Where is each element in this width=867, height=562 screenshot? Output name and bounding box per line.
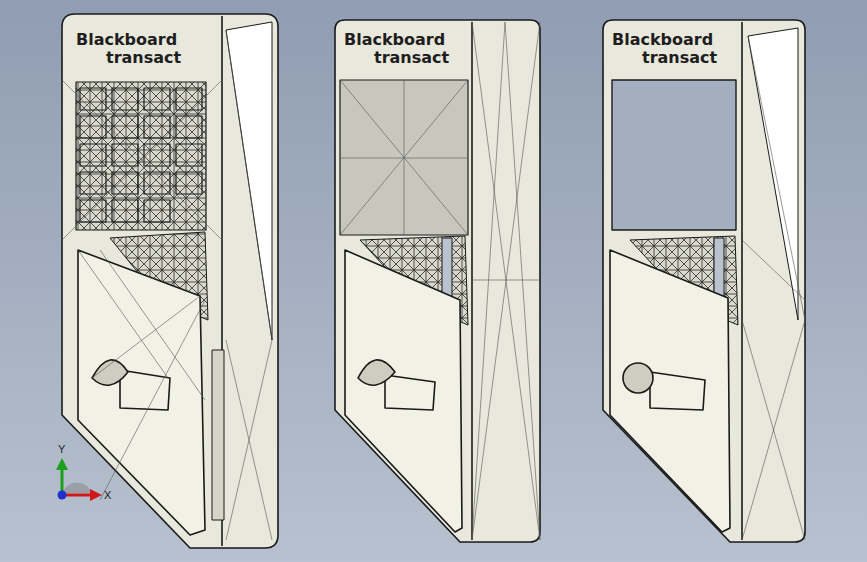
brand-logo-text: transact [374, 49, 449, 67]
brand-logo-text: transact [106, 49, 181, 67]
axis-label: Y [58, 443, 65, 455]
brand-logo-text: Blackboard [76, 31, 177, 49]
brand-logo-text: transact [642, 49, 717, 67]
axis-label: X [104, 489, 111, 501]
brand-logo-text: Blackboard [612, 31, 713, 49]
brand-logo-text: Blackboard [344, 31, 445, 49]
